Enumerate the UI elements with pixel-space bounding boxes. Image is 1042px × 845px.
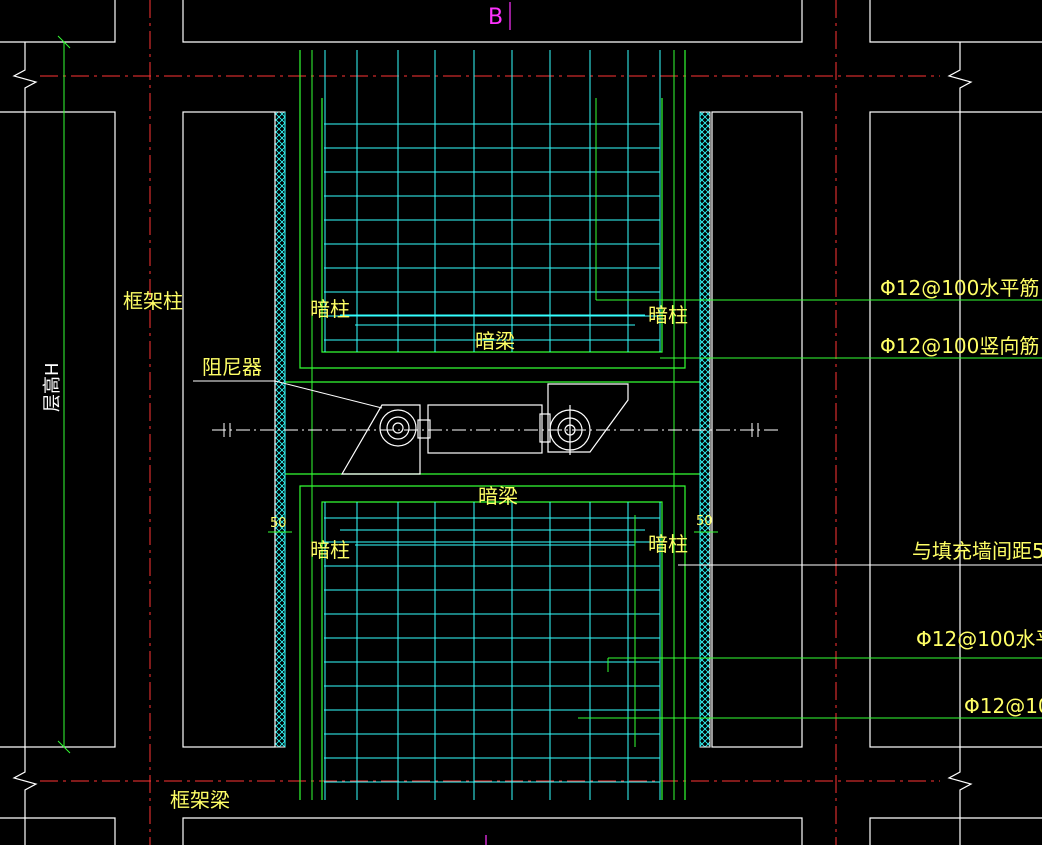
frame-beam-label: 框架梁 <box>170 788 230 812</box>
break-line-right-top <box>947 42 973 112</box>
bottom-left-panel <box>24 817 116 845</box>
top-right-panel <box>869 0 960 43</box>
callout-leaders <box>578 299 1042 719</box>
damper-bracket-left <box>340 404 421 475</box>
callout-horizontal-rebar-bottom: Φ12@100水平 <box>916 627 1042 651</box>
break-line-right-bot <box>947 747 973 818</box>
gap-left-label: 50 <box>270 516 287 531</box>
rebar-grid <box>284 50 701 800</box>
callout-gap-note: 与填充墙间距50采 <box>912 539 1042 563</box>
green-verticals <box>311 50 675 800</box>
bottom-center-panel <box>182 817 803 845</box>
left-column-panel <box>24 111 116 748</box>
top-center-panel <box>182 0 803 43</box>
gap-right-label: 50 <box>696 514 713 529</box>
hidden-beam-bottom-label: 暗梁 <box>478 484 518 508</box>
hidden-beam-top-label: 暗梁 <box>475 329 515 353</box>
callout-vertical-rebar-top: Φ12@100竖向筋 <box>880 334 1039 358</box>
break-line-left-bot <box>12 747 38 818</box>
wall-outlines <box>285 50 700 800</box>
damper-bracket-right <box>547 383 629 453</box>
hidden-column-tr-label: 暗柱 <box>648 303 688 327</box>
right-column-panel <box>869 111 961 748</box>
centerline-ticks <box>223 423 759 437</box>
pin-left <box>379 409 417 447</box>
damper-cylinder <box>427 404 543 454</box>
hidden-column-tl-label: 暗柱 <box>310 297 350 321</box>
axis-bubble-label: B <box>488 5 503 30</box>
callout-vertical-rebar-bottom: Φ12@10 <box>964 694 1042 718</box>
story-height-label: 层高H <box>42 362 63 412</box>
bottom-right-panel <box>869 817 961 845</box>
hidden-column-br-label: 暗柱 <box>648 532 688 556</box>
top-left-panel <box>25 0 116 43</box>
damper-label: 阻尼器 <box>202 355 262 379</box>
damper-assembly <box>340 383 629 475</box>
break-line-left-top <box>12 42 38 112</box>
frame-column-label: 框架柱 <box>123 289 183 313</box>
callout-horizontal-rebar-top: Φ12@100水平筋 <box>880 276 1039 300</box>
axis-lines <box>40 0 940 845</box>
story-height-dimension <box>57 35 71 754</box>
hidden-column-bl-label: 暗柱 <box>310 538 350 562</box>
